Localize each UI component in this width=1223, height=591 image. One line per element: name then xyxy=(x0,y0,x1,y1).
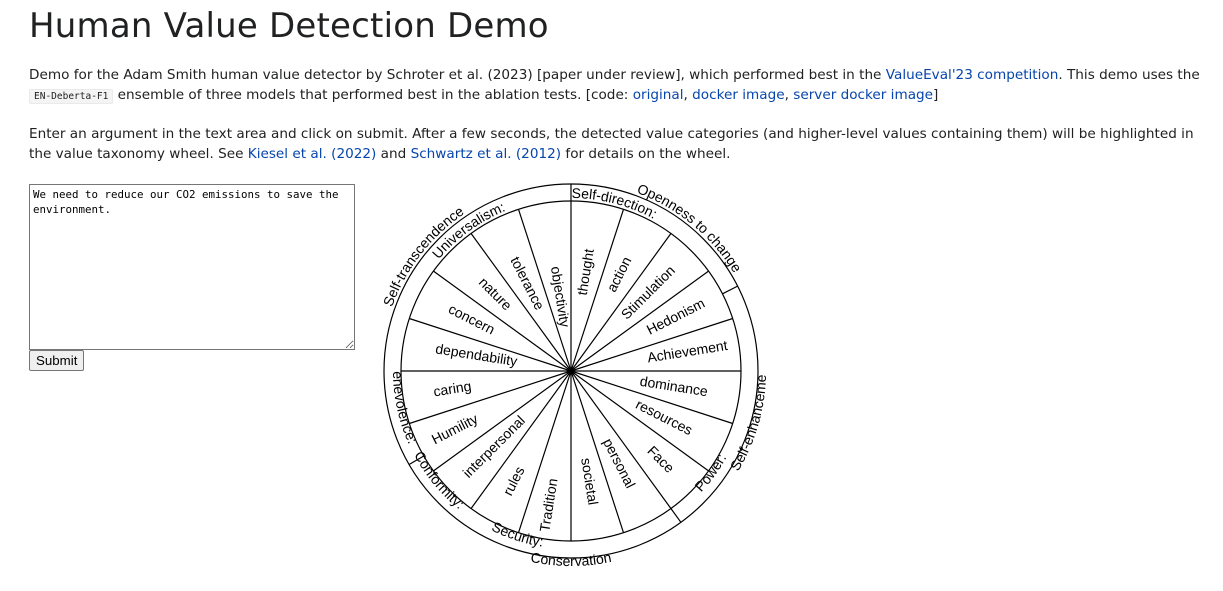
wheel-higher-self-transcendence: Self-transcendence xyxy=(380,203,467,309)
schwartz-link[interactable]: Schwartz et al. (2012) xyxy=(410,146,562,162)
wheel-higher-openness-to-change: Openness to change xyxy=(635,180,745,275)
argument-textarea[interactable]: We need to reduce our CO2 emissions to s… xyxy=(29,184,355,350)
wheel-spoke xyxy=(409,370,572,425)
wheel-spoke xyxy=(470,370,572,509)
wheel-spoke xyxy=(570,209,625,372)
instructions-text-2: and xyxy=(376,146,411,162)
instructions-text-1: Enter an argument in the text area and c… xyxy=(29,126,1194,162)
wheel-group-power: Power: xyxy=(691,451,729,495)
wheel-spoke xyxy=(570,370,625,533)
intro-text-2: . This demo uses the xyxy=(1058,67,1200,83)
instructions-text-3: for details on the wheel. xyxy=(561,146,731,162)
wheel-category-objectivity: objectivity xyxy=(548,265,573,328)
wheel-section-divider xyxy=(722,285,738,295)
wheel-spoke xyxy=(570,233,672,372)
wheel-category-achievement: Achievement xyxy=(646,337,729,365)
wheel-category-societal: societal xyxy=(578,457,601,506)
wheel-spoke xyxy=(517,209,572,372)
submit-button[interactable]: Submit xyxy=(29,350,85,371)
wheel-category-concern: concern xyxy=(446,301,498,338)
wheel-category-nature: nature xyxy=(476,274,516,314)
wheel-spoke xyxy=(470,233,572,372)
wheel-category-thought: thought xyxy=(574,248,597,297)
wheel-higher-conservation: Conservation xyxy=(529,549,612,569)
wheel-spoke xyxy=(570,370,733,425)
ensemble-code: EN-Deberta-F1 xyxy=(29,89,114,104)
wheel-category-resources: resources xyxy=(633,396,695,438)
wheel-category-rules: rules xyxy=(500,464,528,498)
instructions-paragraph: Enter an argument in the text area and c… xyxy=(29,124,1219,164)
intro-text-3: ensemble of three models that performed … xyxy=(113,87,633,103)
wheel-section-divider xyxy=(670,508,682,523)
valueeval-competition-link[interactable]: ValueEval'23 competition xyxy=(885,67,1059,83)
wheel-category-dominance: dominance xyxy=(639,373,709,400)
wheel-spoke xyxy=(570,270,709,372)
wheel-lines xyxy=(383,183,759,559)
wheel-spoke xyxy=(433,370,572,472)
wheel-group-benevolence: Benevolence: xyxy=(0,0,421,446)
wheel-category-action: action xyxy=(603,254,634,295)
wheel-section-divider xyxy=(408,455,425,466)
intro-paragraph: Demo for the Adam Smith human value dete… xyxy=(29,65,1219,107)
intro-text-4: ] xyxy=(933,87,939,103)
wheel-category-personal: personal xyxy=(600,436,639,491)
wheel-category-hedonism: Hedonism xyxy=(644,295,707,338)
original-code-link[interactable]: original xyxy=(632,87,684,103)
wheel-group-security: Security: xyxy=(490,518,545,549)
wheel-category-dependability: dependability xyxy=(434,340,518,369)
wheel-spoke xyxy=(570,317,733,372)
docker-image-link[interactable]: docker image xyxy=(692,87,785,103)
wheel-category-tradition: Tradition xyxy=(536,477,560,533)
wheel-spoke xyxy=(570,370,709,472)
intro-sep-1: , xyxy=(683,87,693,103)
server-docker-image-link[interactable]: server docker image xyxy=(793,87,934,103)
wheel-spoke xyxy=(409,317,572,372)
wheel-spoke xyxy=(433,270,572,372)
wheel-category-face: Face xyxy=(644,443,677,476)
kiesel-link[interactable]: Kiesel et al. (2022) xyxy=(247,146,377,162)
intro-sep-2: , xyxy=(784,87,794,103)
wheel-spoke xyxy=(570,370,672,509)
wheel-category-caring: caring xyxy=(432,378,472,400)
page-title: Human Value Detection Demo xyxy=(29,6,549,46)
wheel-spoke xyxy=(517,370,572,533)
intro-text-1: Demo for the Adam Smith human value dete… xyxy=(29,67,886,83)
